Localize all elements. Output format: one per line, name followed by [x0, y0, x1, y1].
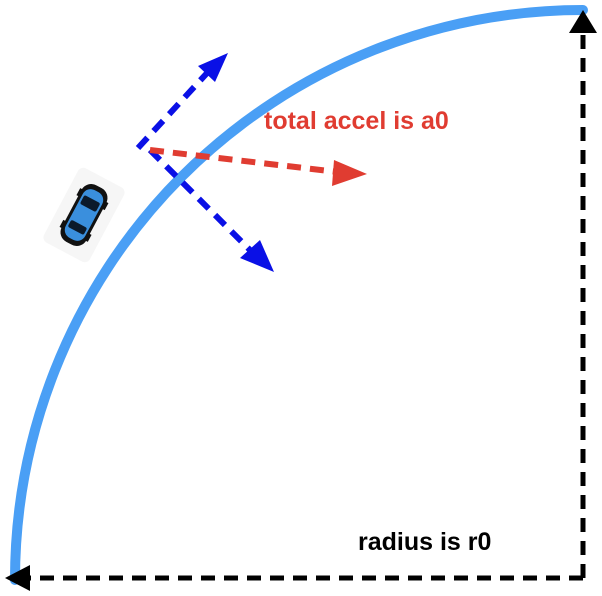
radius-label: radius is r0	[358, 528, 491, 556]
centripetal-arrowhead	[240, 240, 274, 272]
tangential-arrowhead	[198, 53, 228, 82]
total-accel-arrowhead	[332, 160, 367, 186]
horizontal-axis-arrowhead	[5, 565, 30, 591]
total-accel-label: total accel is a0	[264, 107, 449, 135]
circular-track	[10, 5, 588, 585]
vertical-axis	[569, 10, 597, 578]
centripetal-arrow	[147, 147, 274, 272]
total-accel-arrow	[149, 147, 367, 186]
tangential-arrow	[135, 53, 228, 151]
vertical-axis-arrowhead	[569, 10, 597, 33]
horizontal-axis	[5, 565, 583, 591]
car-icon	[43, 167, 125, 263]
